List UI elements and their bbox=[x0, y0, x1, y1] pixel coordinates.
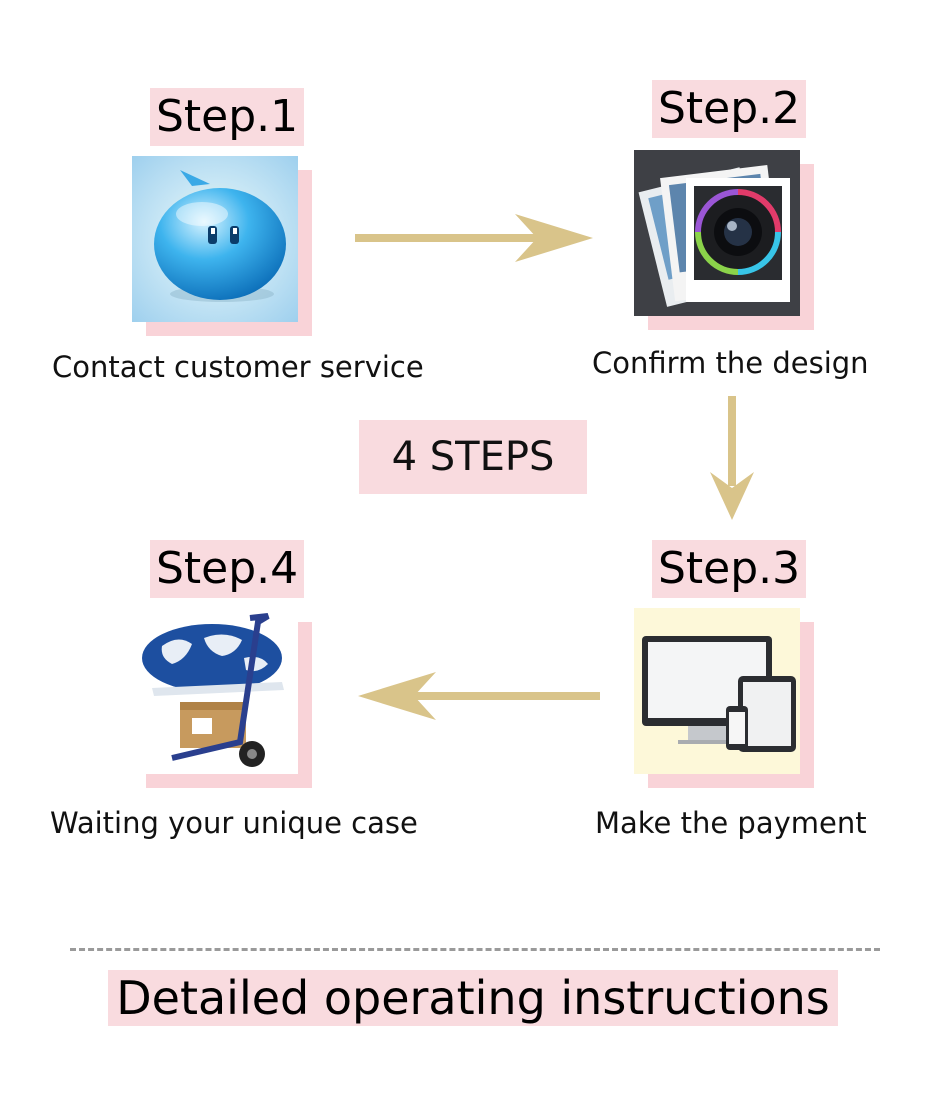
footer-title: Detailed operating instructions bbox=[108, 970, 838, 1026]
dashed-divider bbox=[70, 948, 880, 951]
arrow-down-icon bbox=[710, 396, 754, 520]
step-1-label: Step.1 bbox=[150, 88, 305, 146]
shipping-icon bbox=[132, 608, 298, 774]
step-1-caption: Contact customer service bbox=[52, 350, 424, 384]
steps-count-badge: 4 STEPS bbox=[359, 420, 587, 494]
step-4-label: Step.4 bbox=[150, 540, 305, 598]
arrow-right-icon bbox=[355, 214, 593, 262]
step-3-label: Step.3 bbox=[652, 540, 807, 598]
step-4-caption: Waiting your unique case bbox=[50, 806, 418, 840]
step-3-caption: Make the payment bbox=[595, 806, 867, 840]
step-2-caption: Confirm the design bbox=[592, 346, 869, 380]
arrow-left-icon bbox=[358, 672, 600, 720]
devices-icon bbox=[634, 608, 800, 774]
camera-photos-icon bbox=[634, 150, 800, 316]
chat-bubble-icon bbox=[132, 156, 298, 322]
step-2-label: Step.2 bbox=[652, 80, 807, 138]
